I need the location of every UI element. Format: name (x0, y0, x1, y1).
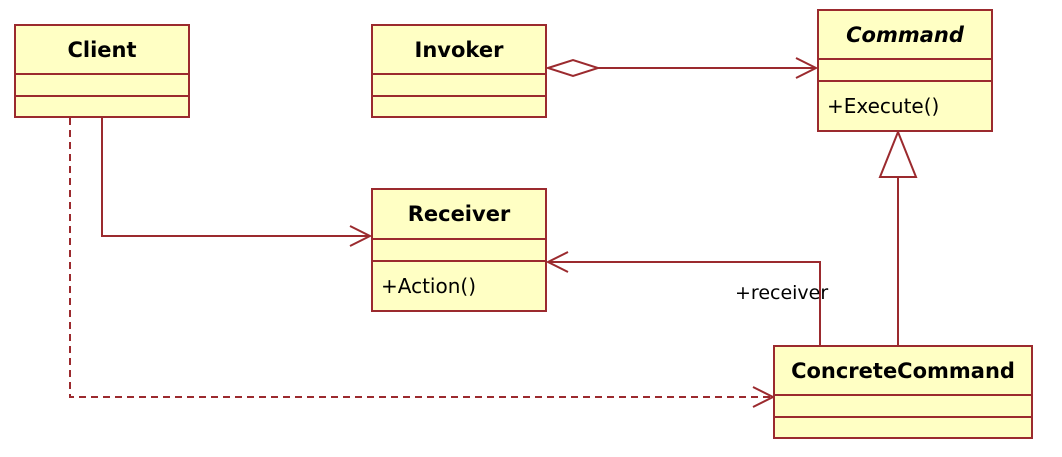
class-client-operations (16, 97, 188, 116)
class-invoker[interactable]: Invoker (371, 24, 547, 118)
class-concretecommand-attributes (775, 396, 1031, 418)
class-invoker-name: Invoker (373, 26, 545, 75)
class-receiver-operation-action: +Action() (381, 274, 476, 298)
client-concretecommand-dependency-line (69, 118, 773, 398)
class-command-operation-execute: +Execute() (827, 94, 940, 118)
class-concretecommand-name: ConcreteCommand (775, 347, 1031, 396)
concretecommand-receiver-association-line (548, 261, 821, 345)
class-command-operations: +Execute() (819, 82, 991, 130)
class-receiver-operations: +Action() (373, 262, 545, 310)
class-client[interactable]: Client (14, 24, 190, 118)
class-client-attributes (16, 75, 188, 97)
class-invoker-attributes (373, 75, 545, 97)
receiver-role-label: +receiver (735, 282, 829, 304)
concretecommand-receiver-arrowhead (545, 251, 569, 273)
class-receiver-attributes (373, 240, 545, 262)
class-client-name: Client (16, 26, 188, 75)
invoker-command-arrowhead (795, 57, 819, 79)
class-concretecommand-operations (775, 418, 1031, 437)
client-receiver-arrowhead (349, 225, 373, 247)
class-invoker-operations (373, 97, 545, 116)
class-command-name: Command (819, 11, 991, 60)
class-concretecommand[interactable]: ConcreteCommand (773, 345, 1033, 439)
generalization-triangle (878, 129, 918, 178)
client-receiver-association-line (101, 118, 370, 237)
class-receiver-name: Receiver (373, 190, 545, 240)
aggregation-diamond (544, 58, 602, 78)
class-command-attributes (819, 60, 991, 82)
class-command[interactable]: Command +Execute() (817, 9, 993, 132)
class-receiver[interactable]: Receiver +Action() (371, 188, 547, 312)
